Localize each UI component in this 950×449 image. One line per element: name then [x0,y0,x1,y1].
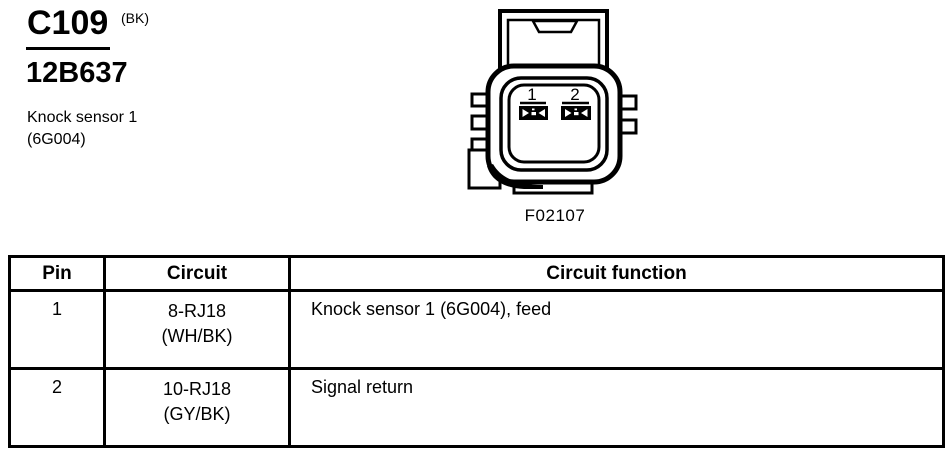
pinout-table: Pin Circuit Circuit function 1 8-RJ18 (W… [8,255,945,448]
header-pin: Pin [8,255,106,292]
connector-color-code: (BK) [121,10,149,26]
seal-ring-inner [507,83,601,164]
part-number: 12B637 [26,57,128,89]
circuit-wire-colors: (GY/BK) [163,404,231,424]
description-line-2: (6G004) [27,131,86,148]
circuit-code: 8-RJ18 [167,301,227,321]
function-cell: Signal return [288,367,945,448]
connector-description: Knock sensor 1 (6G004) [27,107,137,151]
connector-id: C109 [26,5,111,50]
figure-caption: F02107 [524,206,586,225]
table-row: 1 8-RJ18 (WH/BK) Knock sensor 1 (6G004),… [8,289,945,370]
circuit-cell: 10-RJ18 (GY/BK) [103,367,291,448]
function-cell: Knock sensor 1 (6G004), feed [288,289,945,370]
table-header-row: Pin Circuit Circuit function [8,255,945,292]
connector-face-diagram: 1 2 [467,9,638,195]
pin-labels: 1 2 [520,85,589,105]
header-circuit-function: Circuit function [288,255,945,292]
pin-2-terminal-icon [561,106,591,120]
pin-2-label: 2 [570,85,579,104]
table-row: 2 10-RJ18 (GY/BK) Signal return [8,367,945,448]
top-latch [498,9,609,70]
body-curl [487,164,543,189]
pin-cell: 2 [8,367,106,448]
pin-1-terminal-icon [519,106,548,120]
circuit-cell: 8-RJ18 (WH/BK) [103,289,291,370]
pin-1-label: 1 [527,85,536,104]
circuit-wire-colors: (WH/BK) [161,326,233,346]
header-circuit: Circuit [103,255,291,292]
connector-outline [467,9,638,195]
description-line-1: Knock sensor 1 [27,109,138,126]
circuit-code: 10-RJ18 [162,379,232,399]
pin-cell: 1 [8,289,106,370]
